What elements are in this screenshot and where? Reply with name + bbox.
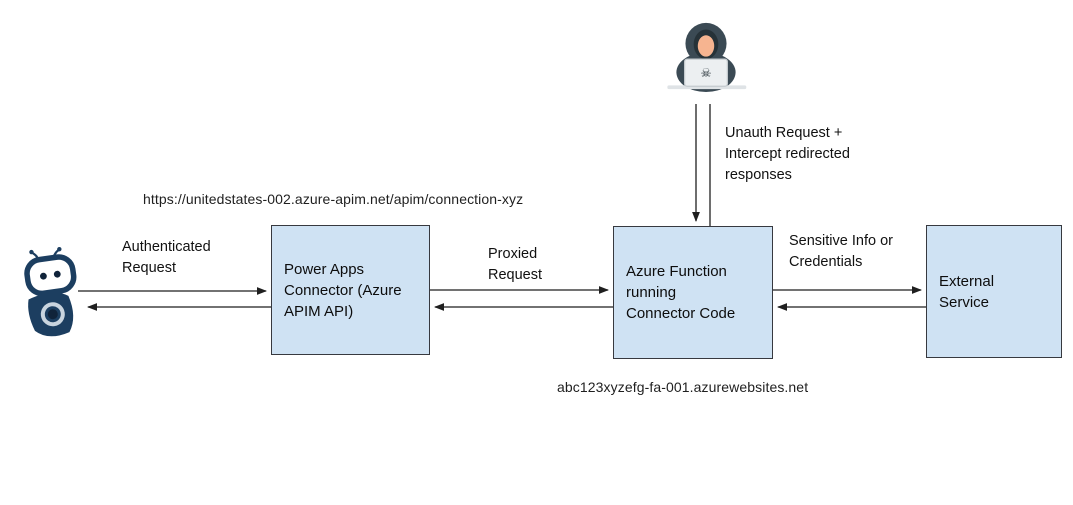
node-external-service-label: External Service	[939, 272, 995, 311]
apim-url-caption: https://unitedstates-002.azure-apim.net/…	[143, 191, 524, 207]
hacker-laptop	[684, 58, 728, 87]
bot-head	[24, 254, 77, 297]
power-apps-bot-icon	[24, 246, 77, 337]
function-host-caption: abc123xyzefg-fa-001.azurewebsites.net	[557, 379, 809, 395]
node-azure-function: Azure Function running Connector Code	[613, 226, 773, 359]
node-external-service: External Service	[926, 225, 1062, 358]
bot-eye-right	[53, 270, 61, 278]
hacker-face	[697, 35, 715, 57]
bot-eye-left	[40, 272, 47, 280]
edge-label-authenticated-request: Authenticated Request	[122, 239, 211, 276]
edge-label-proxied-request: Proxied Request	[488, 246, 543, 283]
node-power-apps-connector-label: Power Apps Connector (Azure APIM API)	[284, 260, 402, 320]
node-azure-function-label: Azure Function running Connector Code	[626, 263, 736, 322]
skull-icon: ☠	[700, 66, 711, 80]
bot-emblem	[40, 302, 65, 327]
hacker-with-laptop-icon: ☠	[667, 22, 747, 92]
edge-label-sensitive-info: Sensitive Info or Credentials	[789, 233, 893, 270]
node-power-apps-connector: Power Apps Connector (Azure APIM API)	[271, 225, 430, 355]
edge-label-unauth-request: Unauth Request + Intercept redirected re…	[725, 125, 850, 183]
